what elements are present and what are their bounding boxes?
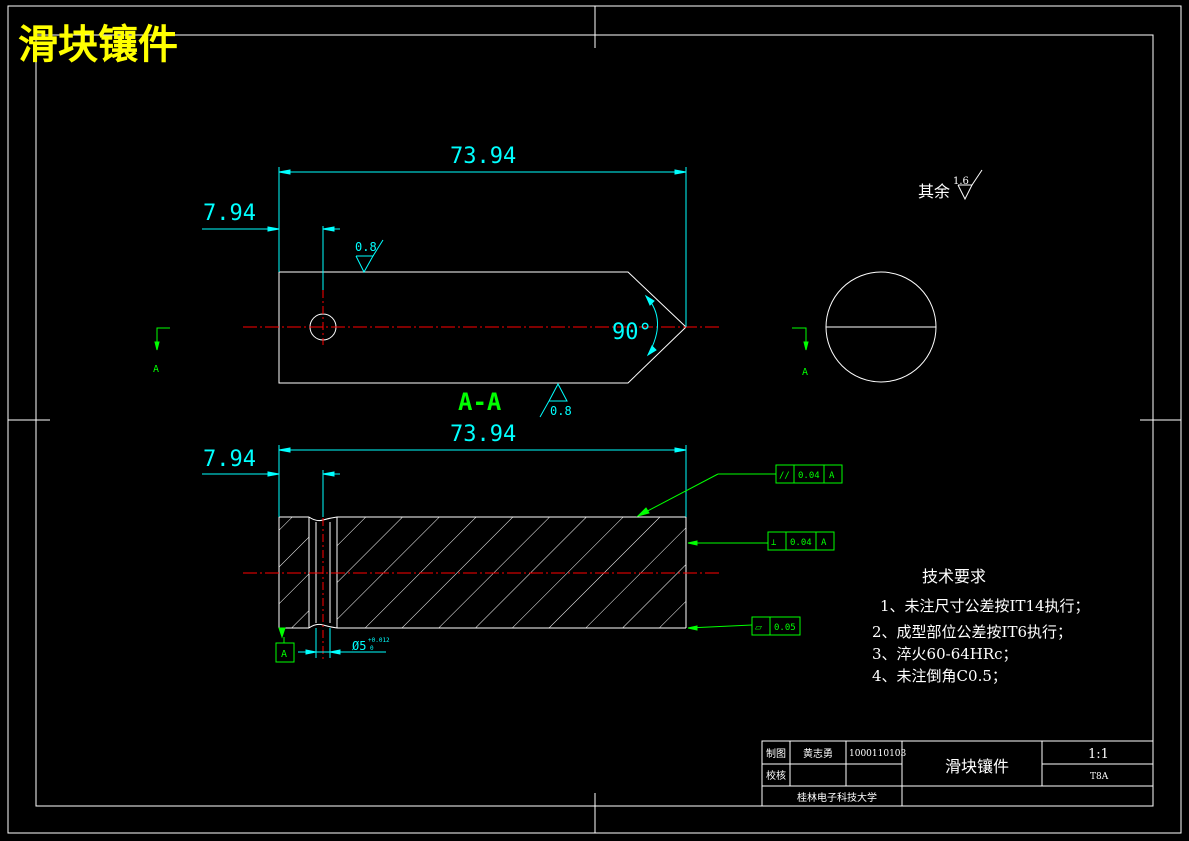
tech-requirement-2: 2、成型部位公差按IT6执行；	[872, 623, 1072, 641]
tech-requirements: 技术要求 1、未注尺寸公差按IT14执行； 2、成型部位公差按IT6执行； 3、…	[872, 567, 1090, 685]
tech-requirement-1: 1、未注尺寸公差按IT14执行；	[880, 597, 1090, 615]
section-marker-right	[792, 327, 809, 351]
roughness-symbol-top	[355, 239, 384, 274]
title-block-drawn-label: 制图	[766, 747, 786, 760]
gdt-3-value: 0.05	[774, 623, 796, 633]
section-label: A-A	[458, 388, 502, 416]
title-block-part-name: 滑块镶件	[945, 757, 1009, 776]
front-length-dimension	[278, 167, 687, 327]
angle-dimension	[644, 294, 658, 357]
title-block-school: 桂林电子科技大学	[797, 791, 877, 804]
section-marker-right-label: A	[802, 367, 808, 378]
gdt-frame-perpendicular	[687, 531, 835, 551]
gdt-1-datum: A	[829, 471, 835, 481]
datum-label: A	[281, 649, 287, 660]
roughness-symbol-bottom	[539, 382, 568, 418]
title-block-student-id: 1000110103	[849, 749, 907, 759]
section-marker-left-label: A	[153, 364, 159, 375]
gdt-frame-parallel	[636, 464, 843, 517]
tech-requirements-heading: 技术要求	[922, 567, 986, 586]
title-block	[761, 740, 1154, 807]
gdt-1-value: 0.04	[798, 471, 820, 481]
gdt-frame-flatness	[687, 616, 801, 636]
gdt-3-symbol: ⏥	[755, 623, 762, 633]
section-offset-dimension	[202, 470, 340, 517]
title-block-scale: 1:1	[1088, 747, 1109, 762]
tech-requirement-4: 4、未注倒角C0.5；	[872, 667, 1007, 685]
tech-requirement-3: 3、淬火60-64HRc；	[872, 645, 1018, 663]
title-block-material: T8A	[1090, 772, 1109, 782]
front-view: 73.94 7.94 0.8 90° A	[153, 144, 809, 418]
hole-diameter-value: Ø5	[352, 639, 366, 653]
side-view	[825, 271, 937, 383]
hole-diameter-dimension	[298, 628, 386, 658]
section-offset-value: 7.94	[203, 447, 256, 472]
angle-value: 90°	[612, 320, 652, 345]
section-view-outline	[278, 516, 687, 629]
section-length-dimension	[278, 445, 687, 517]
front-length-value: 73.94	[450, 144, 516, 169]
front-offset-value: 7.94	[203, 201, 256, 226]
section-marker-left	[154, 327, 170, 351]
front-view-outline	[278, 271, 687, 384]
title-block-check-label: 校核	[766, 769, 786, 782]
section-length-value: 73.94	[450, 422, 516, 447]
general-roughness-label: 其余	[918, 182, 950, 201]
general-roughness-value: 1.6	[953, 176, 969, 187]
general-roughness: 其余 1.6	[918, 169, 983, 201]
hole-tol-upper: +0.012	[368, 637, 390, 644]
section-view: 73.94 7.94 Ø5 +0.012 0 A	[202, 422, 843, 663]
roughness-top-value: 0.8	[355, 240, 377, 254]
roughness-bottom-value: 0.8	[550, 404, 572, 418]
hole-tol-lower: 0	[370, 645, 374, 652]
gdt-2-symbol: ⊥	[771, 538, 777, 548]
title-block-drawn-by: 黄志勇	[803, 747, 833, 760]
gdt-2-datum: A	[821, 538, 827, 548]
datum-symbol	[275, 627, 295, 663]
gdt-2-value: 0.04	[790, 538, 812, 548]
drawing-title: 滑块镶件	[18, 21, 178, 68]
drawing-border	[7, 5, 1182, 834]
front-offset-dimension	[202, 226, 340, 290]
gdt-1-symbol: //	[779, 471, 790, 481]
